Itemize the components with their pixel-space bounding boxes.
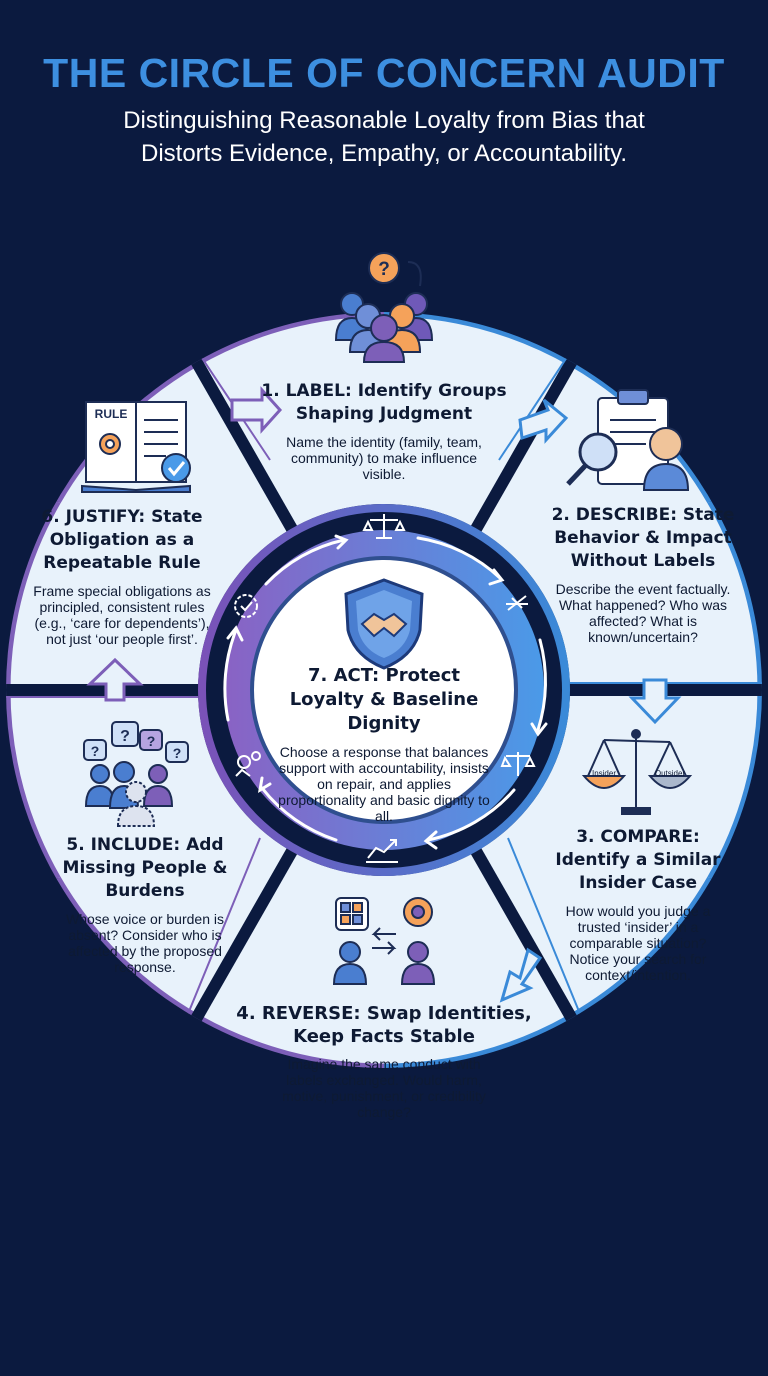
balance-scale-icon: Insider Outsider [581, 729, 693, 815]
swap-people-icon [332, 897, 436, 985]
step-7-title: 7. ACT: Protect Loyalty & Baseline Digni… [289, 665, 479, 734]
scale-label-insider: Insider [592, 769, 616, 778]
group-question-icon: ? [334, 252, 434, 363]
ring-scale-small-icon [500, 752, 536, 776]
shield-handshake-icon [344, 578, 424, 670]
svg-text:?: ? [173, 745, 182, 761]
ring-flow-arrows [223, 534, 548, 850]
ring-trend-icon [366, 839, 398, 863]
step-7-description: Choose a response that balances support … [278, 744, 490, 824]
step-7-label: 7. ACT: Protect Loyalty & Baseline Digni… [274, 664, 494, 824]
page-subtitle: Distinguishing Reasonable Loyalty from B… [123, 107, 645, 167]
svg-text:?: ? [120, 728, 130, 745]
step-1-title: 1. LABEL: Identify Groups Shaping Judgme… [261, 381, 507, 424]
page-title: THE CIRCLE OF CONCERN AUDIT [43, 50, 725, 96]
step-6-label: 6. JUSTIFY: State Obligation as a Repeat… [24, 506, 220, 647]
clipboard-magnifier-icon [566, 389, 690, 491]
step-5-label: 5. INCLUDE: Add Missing People & Burdens… [50, 834, 240, 975]
step-1-label: 1. LABEL: Identify Groups Shaping Judgme… [254, 380, 514, 482]
ring-check-badge-icon [234, 594, 258, 618]
step-2-description: Describe the event factually. What happe… [555, 581, 731, 645]
step-4-description: Imagine the same conduct with labels exc… [282, 1056, 486, 1120]
step-1-description: Name the identity (family, team, communi… [286, 434, 482, 482]
step-5-description: Whose voice or burden is absent? Conside… [66, 911, 224, 975]
scale-label-outsider: Outsider [655, 769, 686, 778]
step-5-title: 5. INCLUDE: Add Missing People & Burdens [62, 835, 228, 901]
svg-text:?: ? [91, 743, 100, 759]
step-6-title: 6. JUSTIFY: State Obligation as a Repeat… [41, 507, 203, 573]
rule-book-icon: RULE [81, 401, 191, 493]
step-2-title: 2. DESCRIBE: State Behavior & Impact Wit… [551, 505, 735, 571]
step-3-label: 3. COMPARE: Identify a Similar Insider C… [540, 826, 736, 983]
step-4-title: 4. REVERSE: Swap Identities, Keep Facts … [236, 1003, 532, 1047]
svg-text:?: ? [147, 733, 156, 749]
step-3-title: 3. COMPARE: Identify a Similar Insider C… [555, 827, 721, 893]
people-questions-icon: ? ? ? ? [83, 721, 189, 827]
step-4-label: 4. REVERSE: Swap Identities, Keep Facts … [234, 1002, 534, 1120]
ring-magic-icon [506, 595, 528, 611]
svg-text:?: ? [378, 259, 390, 280]
step-3-description: How would you judge a trusted ‘insider’ … [565, 903, 711, 983]
ring-scale-icon [362, 514, 406, 539]
step-6-description: Frame special obligations as principled,… [33, 583, 211, 647]
ring-thinking-icon [235, 751, 261, 777]
step-2-label: 2. DESCRIBE: State Behavior & Impact Wit… [548, 504, 738, 645]
flow-arrows [86, 386, 682, 1003]
rule-book-label: RULE [95, 407, 128, 421]
center-circle [250, 556, 518, 824]
